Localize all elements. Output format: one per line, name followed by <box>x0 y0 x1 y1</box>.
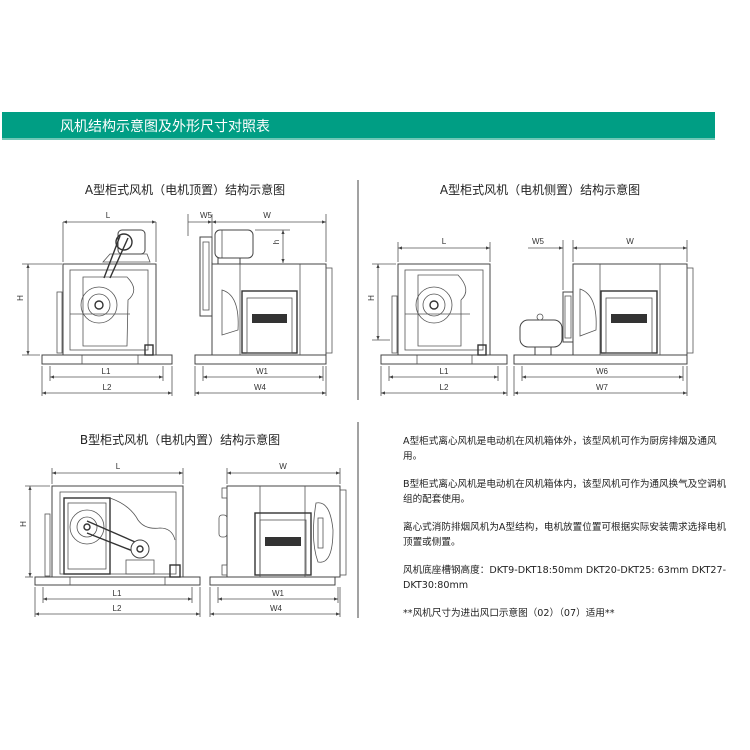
b-inner-side-view: W W1 W4 <box>209 462 347 617</box>
dim-label-h: h <box>272 240 281 244</box>
a-side-side-view: W5 W W6 W7 <box>513 237 694 396</box>
dim-label-L2: L2 <box>440 383 449 392</box>
dim-label-W5: W5 <box>200 211 213 220</box>
dim-label-L: L <box>442 237 447 246</box>
dim-label-H: H <box>367 295 376 301</box>
note-b-type: B型柜式离心风机是电动机在风机箱体内，该型风机可作为通风换气及空调机组的配套使用… <box>403 479 727 505</box>
dim-label-W1: W1 <box>272 589 285 598</box>
dim-label-L: L <box>106 211 111 220</box>
dim-label-H: H <box>19 521 28 527</box>
note-applicability: **风机尺寸为进出风口示意图（02）（07）适用** <box>403 608 615 619</box>
dim-label-W: W <box>263 211 271 220</box>
dim-label-W4: W4 <box>254 383 267 392</box>
dim-label-W1: W1 <box>256 367 269 376</box>
dim-label-L1: L1 <box>440 367 449 376</box>
dim-label-H: H <box>16 295 25 301</box>
diagram-title-a-top: A型柜式风机（电机顶置）结构示意图 <box>84 183 286 197</box>
dim-label-L2: L2 <box>103 383 112 392</box>
note-smoke-exhaust: 离心式消防排烟风机为A型结构，电机放置位置可根据实际安装需求选择电机顶置或侧置。 <box>403 522 727 548</box>
note-base-channel-height: 风机底座槽钢高度：DKT9-DKT18:50mm DKT20-DKT25: 63… <box>403 565 727 591</box>
dim-label-L2: L2 <box>113 604 122 613</box>
a-top-side-view: W5 W h W1 W4 <box>187 211 333 396</box>
diagram-title-b-inner: B型柜式风机（电机内置）结构示意图 <box>79 433 281 447</box>
section-header-banner: 风机结构示意图及外形尺寸对照表 <box>2 112 715 140</box>
dim-label-W5: W5 <box>532 237 545 246</box>
a-side-front-view: L H L1 L2 <box>367 237 508 396</box>
dim-label-W6: W6 <box>596 367 609 376</box>
dim-label-W: W <box>279 462 287 471</box>
b-inner-front-view: L H L1 L2 <box>19 462 201 617</box>
dim-label-L1: L1 <box>102 367 111 376</box>
dim-label-L1: L1 <box>113 589 122 598</box>
description-notes: A型柜式离心风机是电动机在风机箱体外，该型风机可作为厨房排烟及通风用。 B型柜式… <box>403 434 733 634</box>
dim-label-L: L <box>116 462 121 471</box>
section-title: 风机结构示意图及外形尺寸对照表 <box>60 119 270 135</box>
diagram-title-a-side: A型柜式风机（电机侧置）结构示意图 <box>439 183 641 197</box>
dim-label-W: W <box>626 237 634 246</box>
dim-label-W4: W4 <box>270 604 283 613</box>
a-top-front-view: L H L1 L2 <box>16 211 173 396</box>
dim-label-W7: W7 <box>596 383 609 392</box>
note-a-type: A型柜式离心风机是电动机在风机箱体外，该型风机可作为厨房排烟及通风用。 <box>403 436 717 462</box>
